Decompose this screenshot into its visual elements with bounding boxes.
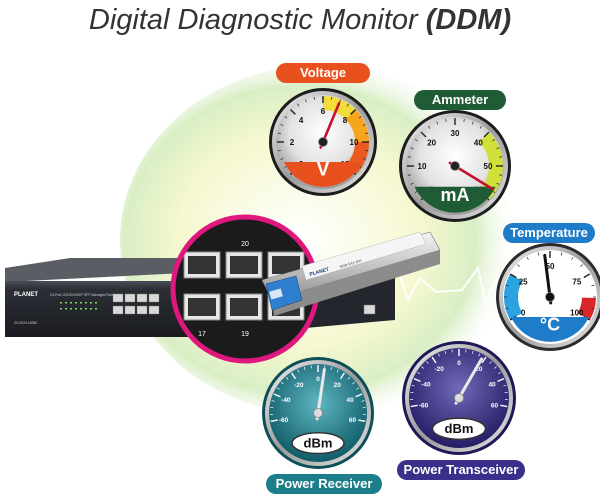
ammeter-hub <box>450 161 460 171</box>
power-transceiver-gauge: -60 -40 -20 0 20 40 60 dBm <box>402 341 516 455</box>
transceiver-tick-label: 60 <box>491 402 499 409</box>
title-accent: (DDM) <box>425 4 512 36</box>
receiver-tick-label: -20 <box>294 382 304 389</box>
power-receiver-gauge: -60 -40 -20 0 20 40 60 dBm <box>262 357 374 469</box>
receiver-tick-label: 20 <box>334 382 342 389</box>
voltage-zone-1 <box>345 109 369 143</box>
voltage-hub <box>318 137 328 147</box>
transceiver-tick-label: 40 <box>488 382 496 389</box>
receiver-tick-label: -40 <box>281 397 291 404</box>
switch-model-short: GS-5220-16S8C <box>14 321 38 325</box>
transceiver-tick-label: -60 <box>419 402 429 409</box>
voltage-tick-label: 2 <box>290 138 295 147</box>
voltage-unit-window <box>284 162 362 187</box>
temperature-tick-label: 25 <box>519 278 528 287</box>
voltage-gauge: 024681012V <box>269 88 377 196</box>
sfp-zoom-view: 20 17 19 <box>170 214 320 364</box>
temperature-tick-label: 0 <box>521 309 526 318</box>
receiver-hub <box>313 408 323 418</box>
receiver-tick-label: 40 <box>347 397 355 404</box>
receiver-tick-label: 60 <box>349 417 357 424</box>
voltage-tick-label: 4 <box>299 116 304 125</box>
receiver-tick-label: 0 <box>316 376 320 383</box>
temperature-tick-label: 75 <box>572 278 581 287</box>
temperature-gauge: 0 25 50 75 100 °C <box>496 243 600 351</box>
switch-model: 24-Port 10/100/1000T SFP Managed Switch <box>50 293 117 297</box>
ammeter-unit-window <box>414 186 496 213</box>
sfp-module: PLANET MGB-SX2 SFP <box>261 231 441 316</box>
page-title: Digital Diagnostic Monitor (DDM) <box>0 4 600 37</box>
ammeter-label: Ammeter <box>414 90 506 110</box>
temperature-tick-label: 100 <box>570 309 584 318</box>
transceiver-unit: dBm <box>445 421 474 436</box>
ammeter-unit: mA <box>440 185 469 205</box>
voltage-unit: V <box>317 160 330 181</box>
port-number-20: 20 <box>241 241 249 248</box>
port-number-19: 19 <box>241 331 249 338</box>
transceiver-tick-label: -40 <box>421 382 431 389</box>
temperature-hub <box>545 292 555 302</box>
sfp-brand: PLANET <box>309 267 330 278</box>
sfp-model: MGB-SX2 SFP <box>339 259 363 269</box>
voltage-tick-label: 10 <box>350 138 359 147</box>
temperature-tick-label: 50 <box>546 262 555 271</box>
ammeter-tick-label: 30 <box>451 129 460 138</box>
console-port <box>363 304 376 315</box>
ammeter-tick-label: 20 <box>427 139 436 148</box>
power-receiver-label: Power Receiver <box>266 474 382 494</box>
receiver-unit: dBm <box>304 435 333 450</box>
transceiver-unit-window <box>431 417 487 441</box>
transceiver-tick-label: -20 <box>435 366 445 373</box>
ammeter-gauge: 0102030405060mA <box>399 110 511 222</box>
receiver-unit-window <box>291 432 345 455</box>
port-number-17: 17 <box>198 331 206 338</box>
ammeter-tick-label: 10 <box>418 162 427 171</box>
voltage-label: Voltage <box>276 63 370 83</box>
rj45-ports <box>112 293 160 315</box>
title-main: Digital Diagnostic Monitor <box>88 4 426 36</box>
ammeter-tick-label: 40 <box>474 139 483 148</box>
voltage-tick-label: 8 <box>343 116 348 125</box>
transceiver-tick-label: 0 <box>457 360 461 367</box>
temperature-zone-0 <box>504 274 523 320</box>
ammeter-tick-label: 50 <box>484 162 493 171</box>
power-transceiver-label: Power Transceiver <box>397 460 525 480</box>
status-leds <box>60 302 97 310</box>
transceiver-tick-label: 20 <box>475 366 483 373</box>
temperature-zone-1 <box>577 297 596 320</box>
receiver-tick-label: -60 <box>279 417 289 424</box>
transceiver-hub <box>454 393 464 403</box>
switch-brand: PLANET <box>14 292 38 298</box>
temperature-unit-window <box>511 317 589 342</box>
voltage-tick-label: 6 <box>321 107 326 116</box>
temperature-unit: °C <box>540 315 560 335</box>
temperature-label: Temperature <box>503 223 595 243</box>
sfp-pull-tab <box>265 275 303 311</box>
